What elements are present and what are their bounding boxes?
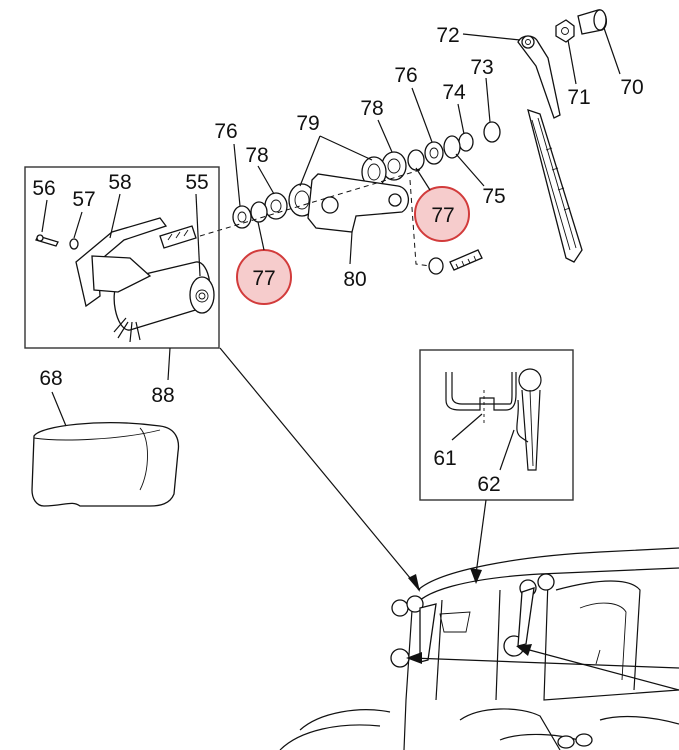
callout-74: 74 bbox=[442, 81, 466, 104]
callout-58: 58 bbox=[108, 171, 131, 194]
wiper-blade bbox=[527, 109, 583, 263]
tractor-cab-outline bbox=[279, 547, 679, 750]
callout-55: 55 bbox=[185, 171, 208, 194]
bolt-80 bbox=[428, 249, 483, 275]
washer-stack-lower bbox=[232, 183, 316, 229]
hose-connector-detail bbox=[445, 368, 542, 471]
pointer-arrows bbox=[219, 347, 679, 691]
cap-70 bbox=[577, 9, 608, 35]
washer-57 bbox=[69, 238, 79, 250]
callout-76: 76 bbox=[394, 64, 417, 87]
callout-57: 57 bbox=[72, 188, 95, 211]
callout-labels: 72 73 70 71 76 74 78 79 76 78 75 80 56 5… bbox=[32, 24, 643, 496]
cover-68 bbox=[31, 422, 180, 507]
motor-group-box bbox=[24, 166, 220, 349]
callout-71: 71 bbox=[567, 86, 590, 109]
callout-79: 79 bbox=[296, 112, 319, 135]
highlight-circle bbox=[414, 186, 470, 242]
callout-77: 77 bbox=[431, 204, 454, 227]
motor-bracket-58 bbox=[75, 217, 197, 308]
callout-68: 68 bbox=[39, 367, 62, 390]
callout-80: 80 bbox=[343, 268, 366, 291]
callout-61: 61 bbox=[433, 447, 456, 470]
callout-75: 75 bbox=[482, 185, 505, 208]
nut-71 bbox=[555, 19, 575, 43]
highlight-callout-77-right: 77 bbox=[414, 167, 470, 242]
wiper-arm bbox=[517, 35, 561, 119]
callout-77: 77 bbox=[252, 267, 275, 290]
callout-56: 56 bbox=[32, 177, 55, 200]
bracket-plate-80 bbox=[307, 173, 409, 233]
screw-56 bbox=[35, 234, 59, 247]
callout-76: 76 bbox=[214, 120, 237, 143]
callout-70: 70 bbox=[620, 76, 643, 99]
callout-62: 62 bbox=[477, 473, 500, 496]
callout-88: 88 bbox=[151, 384, 174, 407]
motor-wires bbox=[113, 317, 141, 343]
callout-72: 72 bbox=[436, 24, 459, 47]
callout-78: 78 bbox=[360, 97, 383, 120]
leader-lines bbox=[41, 27, 621, 471]
highlight-callout-77-left: 77 bbox=[236, 221, 292, 305]
callout-78: 78 bbox=[245, 144, 268, 167]
washer-stack-upper bbox=[361, 121, 501, 188]
callout-73: 73 bbox=[470, 56, 493, 79]
detail-box bbox=[419, 349, 574, 501]
